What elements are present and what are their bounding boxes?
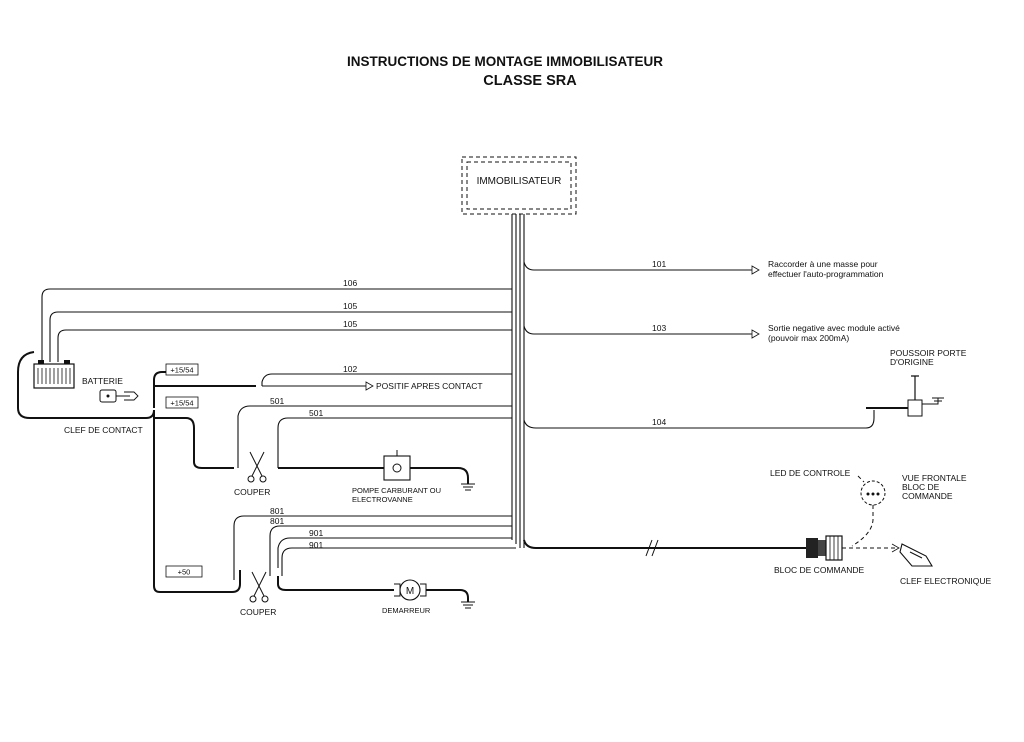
wire-501-a-label: 501 xyxy=(270,396,284,406)
door-switch-label-1: POUSSOIR PORTE xyxy=(890,348,967,358)
led-icon xyxy=(860,480,886,506)
front-view-label-3: COMMANDE xyxy=(902,491,953,501)
front-view-link xyxy=(851,505,874,547)
wire-105-a-label: 105 xyxy=(343,301,357,311)
ignition-trunk xyxy=(110,409,232,593)
battery-ground-loop xyxy=(17,351,110,419)
wire-101 xyxy=(523,261,752,271)
front-view-label-2: BLOC DE xyxy=(902,482,940,492)
cut-label-2: COUPER xyxy=(240,607,276,617)
motor-icon: M xyxy=(394,579,427,601)
led-label: LED DE CONTROLE xyxy=(770,468,851,478)
wire-103-label: 103 xyxy=(652,323,666,333)
control-cable xyxy=(523,539,806,549)
pump-label-1: POMPE CARBURANT OU xyxy=(352,486,441,495)
wire-501-a xyxy=(237,405,512,468)
wire-105-b xyxy=(57,329,512,362)
scissors-icon xyxy=(247,451,267,483)
wire-105-b-label: 105 xyxy=(343,319,357,329)
terminal-50: +50 xyxy=(165,565,203,578)
wire-101-arrow-icon xyxy=(751,265,760,275)
svg-text:+15/54: +15/54 xyxy=(170,399,193,408)
diagram-title: INSTRUCTIONS DE MONTAGE IMMOBILISATEUR xyxy=(347,54,663,69)
note-103-line1: Sortie negative avec module activé xyxy=(768,323,900,333)
svg-text:+50: +50 xyxy=(178,568,191,577)
key-link-arrow-icon xyxy=(891,543,900,553)
svg-text:+15/54: +15/54 xyxy=(170,366,193,375)
ground-icon xyxy=(461,483,475,491)
immobiliser-module: IMMOBILISATEUR xyxy=(461,156,577,215)
terminal-15-54-a: +15/54 xyxy=(165,363,199,376)
wire-102 xyxy=(261,373,512,386)
note-101-line2: effectuer l'auto-programmation xyxy=(768,269,884,279)
wire-901-a xyxy=(277,537,512,568)
wire-901-b-label: 901 xyxy=(309,540,323,550)
wire-101-label: 101 xyxy=(652,259,666,269)
terminal-15-54-b: +15/54 xyxy=(165,396,199,409)
wire-801-a xyxy=(233,515,512,580)
positif-arrow-icon xyxy=(365,381,374,391)
wire-501-b xyxy=(277,417,512,468)
wire-105-a xyxy=(49,311,512,362)
note-103-line2: (pouvoir max 200mA) xyxy=(768,333,849,343)
starter-feed xyxy=(231,570,241,593)
electronic-key-icon xyxy=(899,543,933,567)
module-label: IMMOBILISATEUR xyxy=(477,176,562,187)
pump-ground-wire xyxy=(410,467,469,484)
wire-801-b-label: 801 xyxy=(270,516,284,526)
note-101-line1: Raccorder à une masse pour xyxy=(768,259,878,269)
pump-icon xyxy=(383,450,411,481)
ignition-link xyxy=(153,371,166,408)
door-switch-icon xyxy=(907,375,944,417)
battery-label: BATTERIE xyxy=(82,376,123,386)
ignition-key-icon xyxy=(99,389,139,403)
wire-901-a-label: 901 xyxy=(309,528,323,538)
wire-15-54-loop xyxy=(154,417,234,469)
connector-icon xyxy=(806,535,843,561)
scissors-icon xyxy=(249,571,269,603)
starter-wire xyxy=(277,576,394,591)
wire-104-label: 104 xyxy=(652,417,666,427)
motor-letter: M xyxy=(406,586,414,597)
wire-102-label: 102 xyxy=(343,364,357,374)
ignition-label: CLEF DE CONTACT xyxy=(64,425,143,435)
electronic-key-label: CLEF ELECTRONIQUE xyxy=(900,576,991,586)
control-block-label: BLOC DE COMMANDE xyxy=(774,565,865,575)
cable-break-mark xyxy=(645,539,659,557)
wire-106 xyxy=(41,288,512,362)
starter-label: DEMARREUR xyxy=(382,606,431,615)
wire-103-arrow-icon xyxy=(751,329,760,339)
front-view-label-1: VUE FRONTALE xyxy=(902,473,967,483)
positif-label: POSITIF APRES CONTACT xyxy=(376,381,483,391)
battery-icon xyxy=(33,360,75,389)
wire-104 xyxy=(523,410,875,429)
pump-label-2: ELECTROVANNE xyxy=(352,495,413,504)
diagram-subtitle: CLASSE SRA xyxy=(483,73,577,89)
starter-ground-wire xyxy=(426,589,469,602)
wire-801-a-label: 801 xyxy=(270,506,284,516)
door-switch-label-2: D'ORIGINE xyxy=(890,357,934,367)
wire-901-b xyxy=(281,547,516,576)
wire-106-label: 106 xyxy=(343,278,357,288)
led-pointer xyxy=(857,475,865,483)
wire-501-b-label: 501 xyxy=(309,408,323,418)
wire-103 xyxy=(523,325,752,335)
cut-label-1: COUPER xyxy=(234,487,270,497)
main-harness xyxy=(511,214,525,548)
wire-801-b xyxy=(269,525,512,576)
ground-icon xyxy=(461,601,475,609)
